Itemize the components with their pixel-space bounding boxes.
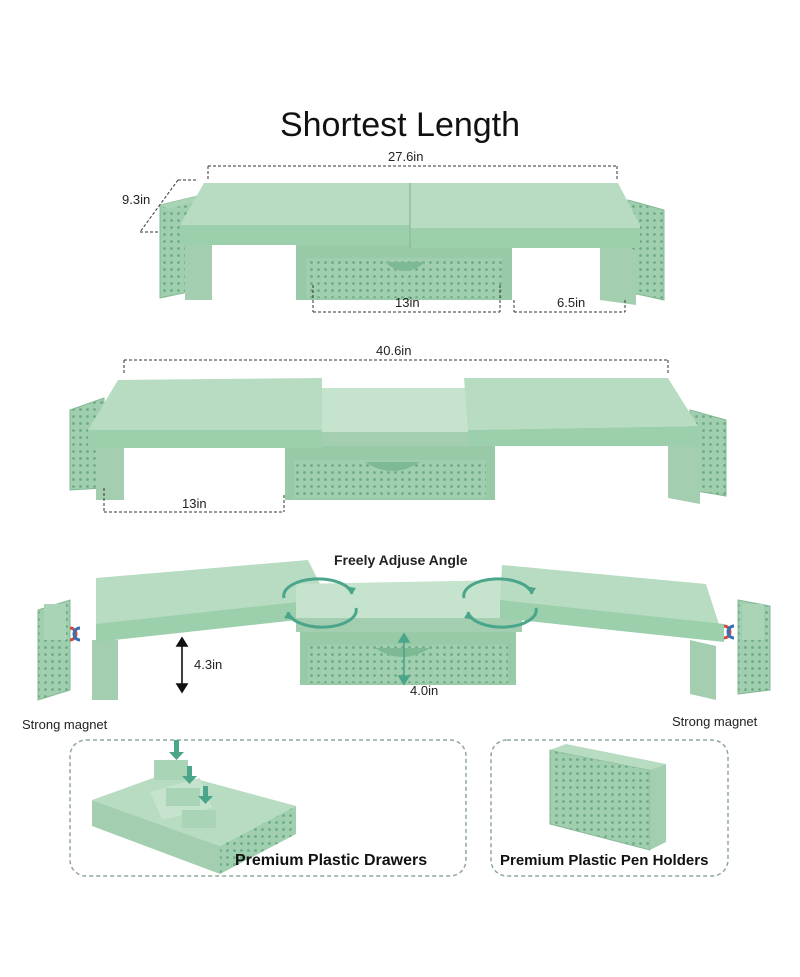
drawer-insert-arrow-icon	[169, 740, 213, 804]
magnet-icon-right	[723, 624, 735, 640]
page-title: Shortest Length	[279, 106, 521, 144]
pen-holder-right-3	[737, 599, 771, 695]
drawers-panel-border	[69, 739, 467, 877]
pen-holders-panel-border	[490, 739, 729, 877]
pen-holder-image	[549, 744, 666, 851]
dimension-lines-1	[139, 165, 626, 313]
drawer-1	[296, 240, 512, 300]
magnet-right-label: Strong magnet	[672, 714, 758, 729]
depth-label: 9.3in	[122, 192, 151, 207]
dimension-lines-2	[103, 359, 669, 513]
magnet-icon-left	[69, 626, 81, 642]
pen-holders-panel-label: Premium Plastic Pen Holders	[500, 852, 709, 869]
side-width-long-label: 13in	[182, 496, 207, 511]
vertical-arrow-icon	[175, 636, 189, 694]
side-width-short-label: 6.5in	[557, 295, 586, 310]
stand-longest	[69, 378, 727, 504]
rotate-arrows-icon	[282, 577, 538, 629]
total-length-long-label: 40.6in	[376, 343, 412, 358]
leg-height-label: 4.3in	[194, 657, 223, 672]
total-length-short-label: 27.6in	[388, 149, 424, 164]
drawer-width-label: 13in	[395, 295, 420, 310]
pen-holder-left-3	[37, 599, 71, 701]
drawer-height-label: 4.0in	[410, 683, 439, 698]
drawer-insert-image	[92, 760, 296, 874]
angle-heading: Freely Adjuse Angle	[334, 552, 468, 568]
stand-shortest	[159, 183, 665, 305]
magnet-left-label: Strong magnet	[22, 717, 108, 732]
drawers-panel-label: Premium Plastic Drawers	[235, 852, 428, 869]
vertical-arrow-icon-drawer	[397, 632, 411, 686]
